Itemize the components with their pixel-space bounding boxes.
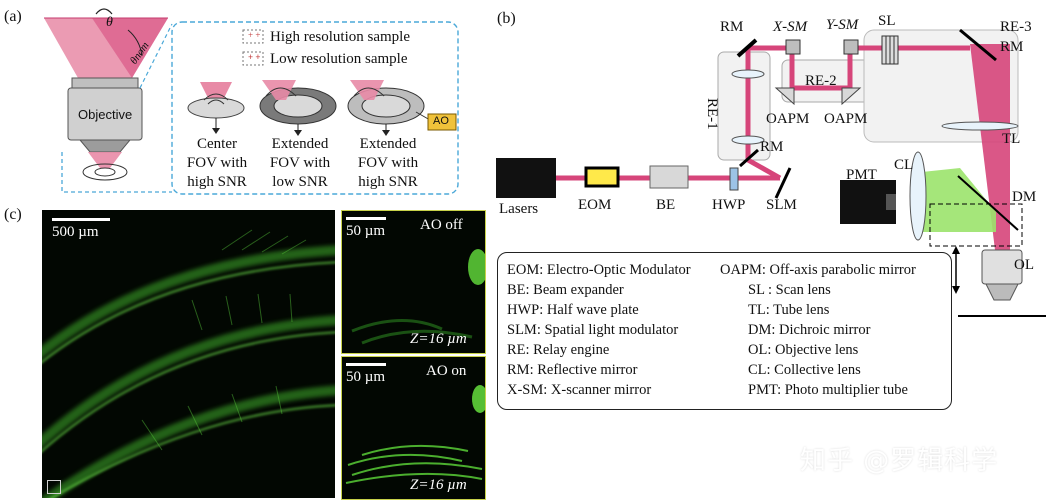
main-scale-bar <box>52 218 110 221</box>
legend-sl: SL : Scan lens <box>748 282 831 298</box>
label-be: BE <box>656 197 676 213</box>
be-block <box>649 165 689 189</box>
low-res-marker: + + <box>248 52 261 62</box>
ao-on-image: 50 µm AO on Z=16 µm <box>341 356 486 500</box>
optical-setup-diagram <box>496 28 1046 317</box>
label-rm-right: RM <box>1000 39 1024 55</box>
legend-oapm: OAPM: Off-axis parabolic mirror <box>720 262 916 278</box>
case-center-fov: Center FOV with high SNR <box>186 136 248 190</box>
legend-cl: CL: Collective lens <box>748 362 861 378</box>
legend-eom: EOM: Electro-Optic Modulator <box>507 262 691 278</box>
label-re3: RE-3 <box>1000 19 1032 35</box>
label-cl: CL <box>894 157 914 173</box>
label-re2: RE-2 <box>805 73 837 89</box>
ao-off-depth: Z=16 µm <box>410 331 467 347</box>
lasers-block <box>496 158 556 198</box>
label-xsm: X-SM <box>773 19 808 35</box>
label-ysm: Y-SM <box>826 17 859 33</box>
slm-block <box>774 167 792 199</box>
ao-on-depth: Z=16 µm <box>410 477 467 493</box>
label-lasers: Lasers <box>499 201 539 217</box>
label-re1: RE-1 <box>704 98 720 130</box>
legend-pmt: PMT: Photo multiplier tube <box>748 382 908 398</box>
panel-b-letter: (b) <box>497 10 516 27</box>
label-rm-top: RM <box>720 19 744 35</box>
ao-off-scale-bar <box>346 217 386 220</box>
label-oapm-1: OAPM <box>766 111 810 127</box>
legend-xsm: X-SM: X-scanner mirror <box>507 382 652 398</box>
legend-slm: SLM: Spatial light modulator <box>507 322 679 338</box>
legend-low-res: Low resolution sample <box>270 51 408 67</box>
brain-overview-image: 500 µm <box>42 210 335 498</box>
label-ol: OL <box>1014 257 1034 273</box>
ao-tag <box>427 113 457 131</box>
ao-on-scale-label: 50 µm <box>346 369 386 385</box>
legend-rm: RM: Reflective mirror <box>507 362 638 378</box>
theta-label: θ <box>106 15 113 30</box>
label-eom: EOM <box>578 197 612 213</box>
legend-ol: OL: Objective lens <box>748 342 859 358</box>
label-oapm-2: OAPM <box>824 111 868 127</box>
label-tl: TL <box>1002 131 1021 147</box>
objective-label: Objective <box>78 107 133 122</box>
main-scale-label: 500 µm <box>52 224 99 240</box>
label-sl: SL <box>878 13 896 29</box>
label-slm: SLM <box>766 197 797 213</box>
panel-a-letter: (a) <box>4 8 22 25</box>
ao-on-scale-bar <box>346 363 386 366</box>
neuron-layers <box>42 229 335 498</box>
eom-block <box>584 166 620 188</box>
ao-off-scale-label: 50 µm <box>346 223 386 239</box>
legend-re: RE: Relay engine <box>507 342 610 358</box>
dashed-zoom-link <box>61 152 172 193</box>
label-dm: DM <box>1012 189 1037 205</box>
high-res-marker: + + <box>248 30 261 40</box>
fluorescence-path <box>922 168 996 232</box>
label-rm-mid: RM <box>760 139 784 155</box>
ao-off-label: AO off <box>420 217 463 233</box>
ao-label: AO <box>433 115 449 127</box>
panel-c-letter: (c) <box>4 206 22 223</box>
case-extended-high-snr: Extended FOV with high SNR <box>357 136 419 190</box>
legend-tl: TL: Tube lens <box>748 302 830 318</box>
zoom-region-marker <box>47 480 61 494</box>
source-watermark: 知乎 @罗辑科学 <box>800 446 999 476</box>
legend-be: BE: Beam expander <box>507 282 624 298</box>
hwp-block <box>729 167 739 191</box>
label-hwp: HWP <box>712 197 746 213</box>
ao-off-image: 50 µm AO off Z=16 µm <box>341 210 486 354</box>
legend-dm: DM: Dichroic mirror <box>748 322 871 338</box>
label-pmt: PMT <box>846 167 877 183</box>
legend-hwp: HWP: Half wave plate <box>507 302 639 318</box>
legend-high-res: High resolution sample <box>270 29 410 45</box>
objective-illustration <box>44 8 459 195</box>
case-extended-low-snr: Extended FOV with low SNR <box>269 136 331 190</box>
cases-box <box>171 21 459 195</box>
ao-on-label: AO on <box>426 363 467 379</box>
abbreviation-legend <box>497 252 952 410</box>
